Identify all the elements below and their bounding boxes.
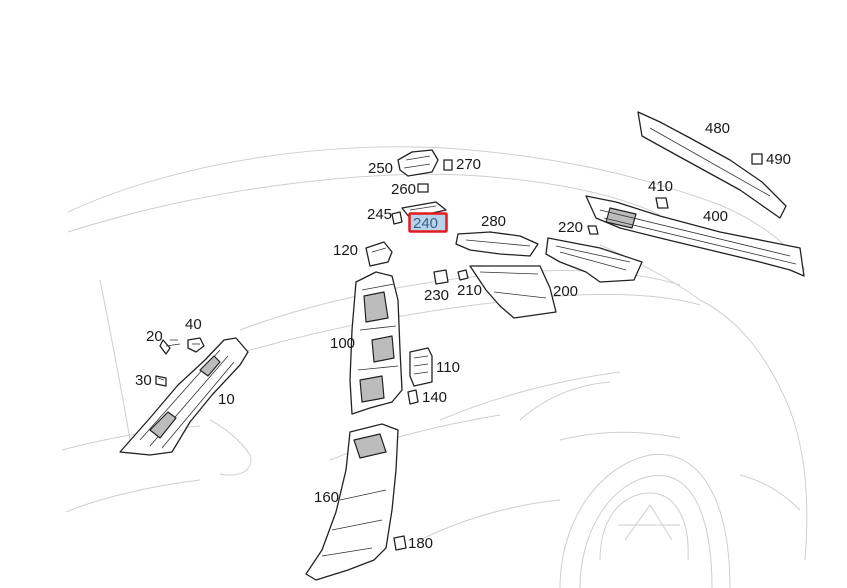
label-part-160[interactable]: 160: [314, 489, 339, 506]
label-part-20[interactable]: 20: [146, 328, 163, 345]
label-part-10[interactable]: 10: [218, 391, 235, 408]
part-100-b-pillar-upper-trim[interactable]: [349, 271, 403, 415]
label-part-250[interactable]: 250: [368, 160, 393, 177]
label-part-120[interactable]: 120: [333, 242, 358, 259]
selected-part-highlight: [408, 212, 448, 233]
label-part-280[interactable]: 280: [481, 213, 506, 230]
part-200-c-pillar-trim[interactable]: [469, 237, 643, 319]
part-30-clip[interactable]: [155, 375, 167, 387]
part-110-belt-adjuster[interactable]: [409, 347, 433, 387]
label-part-240-selected[interactable]: 240: [413, 215, 438, 232]
label-part-40[interactable]: 40: [185, 316, 202, 333]
part-230-bracket[interactable]: [433, 269, 449, 285]
part-270-clip[interactable]: [443, 159, 453, 171]
label-part-230[interactable]: 230: [424, 287, 449, 304]
part-260-clip[interactable]: [417, 183, 429, 193]
label-part-210[interactable]: 210: [457, 282, 482, 299]
part-220-clip[interactable]: [587, 225, 599, 235]
part-400-rear-roof-trim[interactable]: [585, 195, 805, 277]
part-180-clip[interactable]: [393, 535, 407, 551]
part-280-roof-side-trim[interactable]: [455, 231, 539, 257]
label-part-200[interactable]: 200: [553, 283, 578, 300]
part-250-grab-handle[interactable]: [397, 149, 439, 177]
label-part-260[interactable]: 260: [391, 181, 416, 198]
label-part-490[interactable]: 490: [766, 151, 791, 168]
part-210-clip[interactable]: [457, 269, 469, 281]
label-part-180[interactable]: 180: [408, 535, 433, 552]
part-245-screw[interactable]: [391, 211, 403, 225]
label-part-30[interactable]: 30: [135, 372, 152, 389]
part-10-a-pillar-trim[interactable]: [119, 337, 249, 456]
label-part-410[interactable]: 410: [648, 178, 673, 195]
part-160-b-pillar-lower-trim[interactable]: [305, 423, 399, 581]
label-part-245[interactable]: 245: [367, 206, 392, 223]
label-part-400[interactable]: 400: [703, 208, 728, 225]
part-40-clip[interactable]: [187, 337, 205, 353]
part-20-clip[interactable]: [159, 339, 181, 355]
label-part-270[interactable]: 270: [456, 156, 481, 173]
part-490-clip[interactable]: [751, 153, 763, 165]
part-480-upper-rear-trim[interactable]: [637, 111, 787, 219]
label-part-100[interactable]: 100: [330, 335, 355, 352]
part-120-bracket[interactable]: [365, 241, 393, 267]
label-part-140[interactable]: 140: [422, 389, 447, 406]
part-410-clip[interactable]: [655, 197, 669, 209]
label-part-220[interactable]: 220: [558, 219, 583, 236]
label-part-480[interactable]: 480: [705, 120, 730, 137]
label-part-110[interactable]: 110: [436, 359, 460, 376]
part-140-clip[interactable]: [407, 389, 419, 405]
